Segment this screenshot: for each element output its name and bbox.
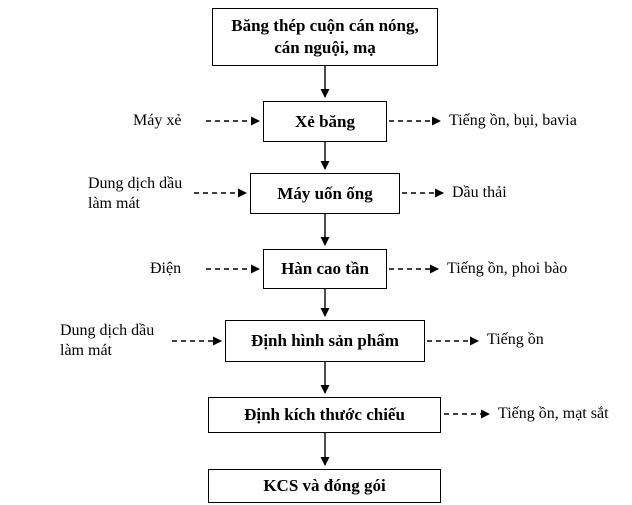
process-box-shaping: Định hình sản phẩm (225, 320, 425, 362)
process-label: Định hình sản phẩm (251, 331, 399, 350)
process-label: Băng thép cuộn cán nóng, cán nguội, mạ (231, 16, 419, 57)
input-label: Dung dịch dầu làm mát (88, 175, 183, 212)
process-box-material: Băng thép cuộn cán nóng, cán nguội, mạ (212, 8, 438, 66)
process-box-sizing: Định kích thước chiếu (208, 397, 441, 433)
output-label: Dầu thải (452, 184, 507, 201)
process-label: Xẻ băng (295, 111, 355, 131)
process-label: KCS và đóng gói (263, 476, 386, 495)
process-label: Hàn cao tần (281, 259, 369, 278)
process-box-qc-packing: KCS và đóng gói (208, 469, 441, 503)
process-box-tube-bending: Máy uốn ống (250, 173, 400, 214)
output-label: Tiếng ồn, bụi, bavia (449, 112, 577, 129)
process-box-slitting: Xẻ băng (263, 101, 387, 142)
process-label: Định kích thước chiếu (244, 405, 405, 424)
input-label: Dung dịch dầu làm mát (60, 322, 155, 359)
process-label: Máy uốn ống (277, 183, 373, 203)
process-box-welding: Hàn cao tần (263, 249, 387, 289)
output-label: Tiếng ồn, phoi bào (447, 260, 568, 277)
output-label: Tiếng ồn, mạt sắt (498, 405, 609, 422)
input-label: Máy xẻ (133, 112, 182, 129)
input-label: Điện (150, 260, 182, 277)
output-label: Tiếng ồn (487, 331, 544, 348)
